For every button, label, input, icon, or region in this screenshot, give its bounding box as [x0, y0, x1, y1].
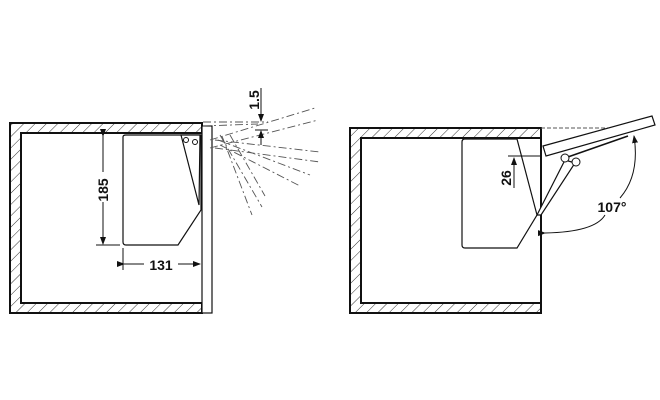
- width-label: 131: [149, 257, 173, 273]
- lift-arm: [536, 159, 576, 216]
- dimension-angle: 107°: [537, 135, 639, 237]
- gap-label: 1.5: [246, 90, 262, 110]
- height-label: 185: [95, 178, 111, 202]
- right-cabinet: [349, 115, 656, 314]
- lift-mechanism-housing: [122, 134, 202, 246]
- angle-label: 107°: [598, 199, 627, 215]
- open-flap: [542, 115, 656, 157]
- dimension-height: 185: [95, 129, 120, 246]
- lift-arm: [180, 134, 201, 206]
- left-cabinet: [9, 122, 213, 314]
- closed-flap: [201, 125, 213, 314]
- opening-flap-ghosts: [202, 107, 321, 216]
- dimension-offset: 26: [498, 155, 540, 188]
- lift-mechanism-housing: [461, 138, 538, 249]
- dimension-width: 131: [117, 248, 201, 273]
- dimension-gap: 1.5: [246, 88, 268, 145]
- offset-label: 26: [498, 170, 514, 186]
